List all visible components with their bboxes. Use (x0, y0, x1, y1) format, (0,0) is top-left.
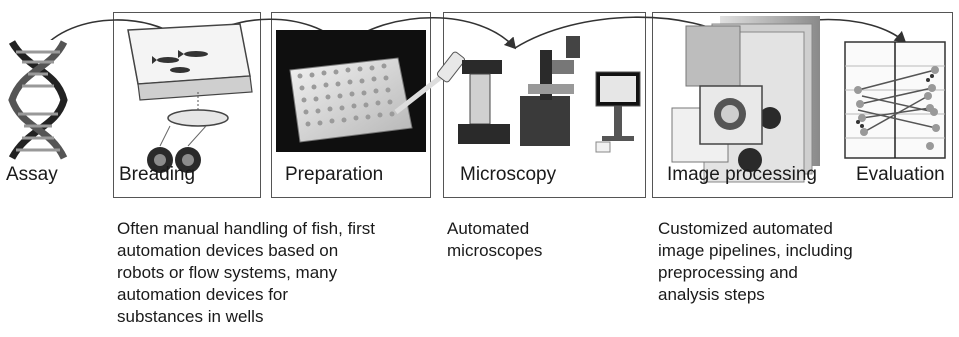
description-line: image pipelines, including (658, 241, 853, 260)
description-automated-microscopes: Automated microscopes (447, 218, 542, 262)
stage-label-breading: Breading (119, 164, 196, 185)
description-line: automation devices based on (117, 241, 339, 260)
description-line: Often manual handling of fish, first (117, 219, 375, 238)
stage-label-assay: Assay (6, 164, 58, 185)
description-line: Automated (447, 219, 530, 238)
fish-tank-image (127, 23, 253, 173)
stage-label-image-processing: Image processing (667, 164, 817, 185)
description-line: Customized automated (658, 219, 833, 238)
description-line: substances in wells (117, 307, 264, 326)
description-manual-handling: Often manual handling of fish, first aut… (117, 218, 375, 328)
description-line: robots or flow systems, many (117, 263, 338, 282)
well-plate-image (276, 30, 466, 152)
evaluation-plot-image (844, 41, 946, 159)
description-line: automation devices for (117, 285, 289, 304)
pipette-image (394, 51, 466, 114)
microscope-image (458, 36, 641, 153)
stage-label-evaluation: Evaluation (856, 164, 945, 185)
description-line: microscopes (447, 241, 543, 260)
dna-helix-image (8, 40, 70, 160)
description-line: preprocessing and (658, 263, 798, 282)
description-image-pipelines: Customized automated image pipelines, in… (658, 218, 853, 306)
stage-label-preparation: Preparation (285, 164, 384, 185)
image-stack-image (671, 16, 820, 183)
description-line: analysis steps (658, 285, 765, 304)
stage-label-microscopy: Microscopy (460, 164, 557, 185)
